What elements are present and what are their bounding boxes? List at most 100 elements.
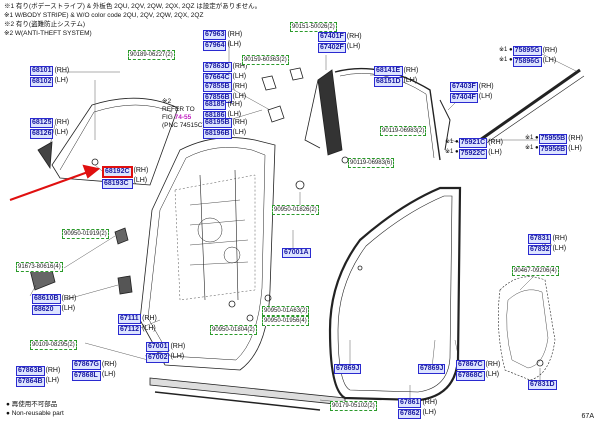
part-91673[interactable]: 91673-80616(4)	[16, 262, 63, 272]
side-rh: (RH)	[227, 31, 243, 38]
part-number[interactable]: 67111	[118, 314, 142, 324]
part-number[interactable]: 68151D	[374, 77, 403, 87]
part-number[interactable]: 67869J	[334, 364, 362, 374]
part-number[interactable]: 67868C	[456, 371, 485, 381]
part-number[interactable]: 67868L	[72, 371, 101, 381]
part-number[interactable]: 67404F	[450, 93, 478, 103]
part-90467[interactable]: 90467-09206(4)	[512, 266, 559, 276]
part-number[interactable]: 68196B	[203, 129, 232, 139]
part-number[interactable]: 68193C	[102, 179, 133, 189]
part-number[interactable]: 75922C	[458, 149, 488, 159]
part-number[interactable]: 75921C	[458, 138, 488, 148]
part-number[interactable]: 67403F	[450, 82, 478, 92]
part-number-highlighted[interactable]: 68192C	[102, 166, 133, 178]
side-rh: (RH)	[568, 135, 583, 142]
mark-symbol: ※1 ●	[525, 145, 539, 151]
part-number[interactable]: 75956B	[538, 145, 568, 155]
fig-link[interactable]: 74-55	[174, 114, 192, 121]
part-number[interactable]: 67832	[528, 245, 552, 255]
part-90119-b[interactable]: 90119-06983(6)	[348, 158, 395, 168]
part-number[interactable]: 67861	[398, 398, 422, 408]
part-90159[interactable]: 90159-60363(2)	[242, 55, 289, 65]
label-67001a[interactable]: 67001A	[282, 248, 311, 259]
side-rh: (RH)	[54, 67, 70, 74]
part-number[interactable]: 67831	[528, 234, 552, 244]
part-number[interactable]: 67964	[203, 41, 227, 51]
part-number[interactable]: 75896G	[512, 57, 542, 67]
part-number[interactable]: 67869J	[418, 364, 446, 374]
part-90119-a[interactable]: 90119-06983(2)	[380, 126, 427, 136]
part-number[interactable]: 68125	[30, 118, 54, 128]
side-lh: (LH)	[422, 409, 437, 416]
corner-piece	[37, 141, 53, 170]
legend-line: ● Non-reusable part	[6, 410, 64, 417]
part-number[interactable]: 67863D	[203, 62, 232, 72]
part-number[interactable]: 75895G	[512, 46, 542, 56]
part-90950-c[interactable]: 90950-01804(2)	[210, 325, 257, 335]
side-rh: (RH)	[485, 361, 501, 368]
part-number[interactable]: 67864B	[16, 377, 45, 387]
part-number[interactable]: 68126	[30, 129, 54, 139]
refer-line: REFER TO	[162, 106, 195, 113]
side-rh: (RH)	[542, 47, 558, 54]
side-rh: (RH)	[101, 361, 117, 368]
part-number[interactable]: 67867G	[72, 360, 101, 370]
part-number[interactable]: 67402F	[318, 43, 346, 53]
part-number[interactable]: 67963	[203, 30, 227, 40]
part-number[interactable]: 68101	[30, 66, 54, 76]
label-67831d[interactable]: 67831D	[528, 380, 557, 391]
part-number[interactable]: 67401F	[318, 32, 346, 42]
mark-symbol: ※1 ●	[525, 135, 539, 141]
part-number[interactable]: 68185	[203, 100, 227, 110]
label-67869j-left[interactable]: 67869J	[334, 364, 362, 375]
part-number[interactable]: 68195B	[203, 118, 232, 128]
part-number[interactable]: 67001A	[282, 248, 311, 258]
part-number[interactable]: 68620	[32, 305, 61, 315]
part-number[interactable]: 75955B	[538, 134, 568, 144]
part-90950-b[interactable]: 90950-01826(2)	[272, 205, 319, 215]
part-number[interactable]: 67863B	[16, 366, 45, 376]
refer-fig[interactable]: FIG 74-55	[162, 114, 205, 122]
label-67869j-right[interactable]: 67869J	[418, 364, 446, 375]
part-90189[interactable]: 90189-06227(2)	[128, 50, 175, 60]
part-number[interactable]: 67862	[398, 409, 422, 419]
legend: ● 再使用不可部品 ● Non-reusable part	[6, 400, 64, 418]
part-90950-a[interactable]: 90950-01919(2)	[62, 229, 109, 239]
part-number[interactable]: 68610B	[32, 294, 61, 304]
part-number[interactable]: 67855B	[203, 82, 232, 92]
part-number[interactable]: 67112	[118, 325, 142, 335]
side-lh: (LH)	[403, 77, 418, 84]
part-number[interactable]: 68141E	[374, 66, 403, 76]
part-number[interactable]: 68102	[30, 77, 54, 87]
part-90109[interactable]: 90109-08295(2)	[30, 340, 77, 350]
side-lh: (LH)	[232, 93, 247, 100]
part-90950-d[interactable]: 90950-01A63(2)	[262, 306, 310, 316]
part-number[interactable]: 67002	[146, 353, 170, 363]
part-90950-e[interactable]: 90950-01956(4)	[262, 316, 309, 326]
part-number[interactable]: 67831D	[528, 380, 557, 390]
part-number[interactable]: 67867C	[456, 360, 485, 370]
part-90179[interactable]: 90179-05102(2)	[330, 401, 377, 411]
part-number[interactable]: 67001	[146, 342, 170, 352]
part-90151[interactable]: 90151-50026(2)	[290, 22, 337, 32]
